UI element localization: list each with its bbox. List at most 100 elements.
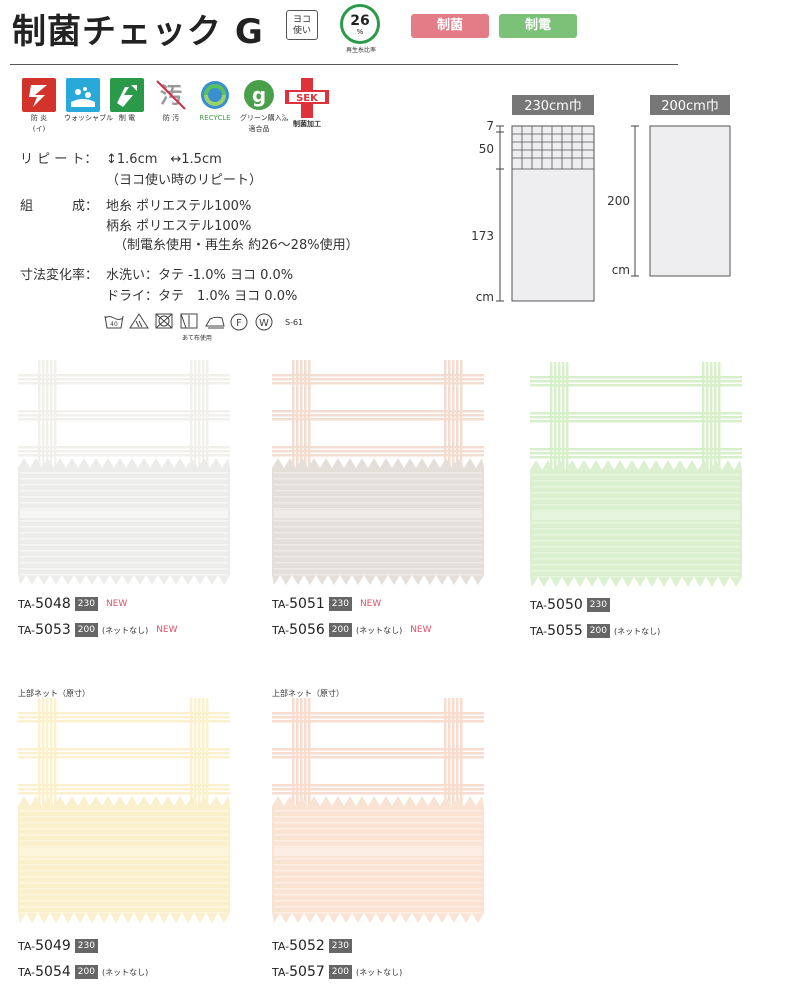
product-title: 制菌チェック G	[12, 12, 264, 52]
recycle-ratio-value: 26	[350, 13, 370, 29]
iron-icon	[204, 313, 225, 331]
label-200: 200cm巾	[661, 99, 719, 114]
recycle-symbol	[198, 78, 232, 112]
no-tumble-dry-icon	[154, 313, 174, 331]
antistatic-symbol	[110, 78, 144, 112]
antistatic-caption: 制 電	[118, 114, 136, 122]
swatch-net	[18, 360, 230, 470]
no-net-note: (ネットなし)	[613, 626, 661, 636]
sek-caption: 制菌加工	[293, 120, 321, 128]
flame-retardant-symbol	[22, 78, 56, 112]
dim-7: 7	[486, 119, 494, 133]
width-tag: 200	[328, 965, 352, 979]
panel-230	[511, 125, 595, 302]
dry-clean-f-icon: F	[229, 313, 249, 331]
label-230-bg	[512, 95, 594, 115]
green-purchase-icon: g グリーン購入法 適合品	[240, 78, 289, 133]
line-dry-icon	[179, 313, 199, 331]
left-dimension-lines	[496, 125, 504, 302]
function-icons: 防 炎 (イ) ウォッシャブル 制 電 汚 防 汚 RECYCLE g グリーン…	[20, 78, 330, 133]
dimension-line-2: ドライ：タテ 1.0% ヨコ 0.0%	[106, 289, 298, 304]
swatch-ta-5049	[18, 698, 248, 928]
code-number: 5052	[289, 938, 325, 954]
dim-50: 50	[479, 142, 494, 156]
composition-line-2: 柄糸 ポリエステル100%	[106, 219, 252, 234]
recycle-ratio-icon: 26 %	[340, 4, 380, 44]
care-code: S-61	[285, 317, 304, 327]
wet-clean-w-icon: W	[254, 313, 274, 331]
flame-retardant-sub: (イ)	[32, 125, 46, 133]
yoko-label-2: 使い	[292, 26, 311, 36]
recycle-ratio-caption: 再生糸比率	[345, 47, 376, 54]
no-net-note: (ネットなし)	[355, 967, 403, 977]
width-tag: 200	[74, 965, 98, 979]
recycle-caption: RECYCLE	[199, 114, 231, 122]
new-label: NEW	[156, 625, 178, 635]
repeat-value: ↕1.6cm ↔1.5cm	[106, 152, 222, 167]
swatch-ta-5051	[272, 360, 502, 590]
iron-caption: あて布使用	[182, 335, 212, 342]
antifouling-symbol: 汚	[154, 78, 188, 112]
code-number: 5048	[35, 596, 71, 612]
antifouling-caption: 防 汚	[162, 114, 180, 122]
width-tag: 230	[328, 597, 352, 611]
code-prefix: TA-	[530, 598, 548, 612]
code-prefix: TA-	[530, 624, 548, 638]
code-number: 5053	[35, 622, 71, 638]
dim-173: 173	[471, 229, 494, 243]
panel-230-net	[511, 125, 595, 170]
width-tag: 230	[586, 598, 610, 612]
wash-40-icon: 40	[104, 313, 124, 331]
flame-retardant-caption: 防 炎	[30, 114, 48, 122]
care-symbols: 40 F W S-61	[104, 313, 303, 331]
washable-symbol	[66, 78, 100, 112]
header-divider	[10, 64, 678, 65]
net-caption-yellow: 上部ネット（原寸）	[18, 689, 90, 698]
swatch-net	[272, 360, 484, 470]
width-tag: 230	[328, 939, 352, 953]
washable-icon: ウォッシャブル	[64, 78, 113, 130]
code-number: 5054	[35, 964, 71, 980]
new-label: NEW	[410, 625, 432, 635]
svg-text:W: W	[259, 318, 269, 329]
bleach-icon	[129, 313, 149, 331]
width-tag: 200	[328, 623, 352, 637]
code-prefix: TA-	[18, 623, 36, 637]
code-prefix: TA-	[18, 939, 36, 953]
swatch-net	[530, 362, 742, 472]
green-purchase-sub: 適合品	[248, 125, 270, 133]
swatch-net	[18, 698, 230, 808]
dim-cm-right: cm	[612, 263, 630, 277]
net-caption-peach: 上部ネット（原寸）	[272, 689, 344, 698]
composition-line-3: （制電糸使用・再生糸 約26～28%使用）	[114, 238, 359, 253]
code-number: 5055	[547, 623, 583, 639]
yoko-use-icon: ヨコ 使い	[286, 10, 318, 40]
composition-line-1: 地糸 ポリエステル100%	[106, 199, 252, 214]
sek-symbol: SEK	[285, 78, 329, 118]
right-dimension-lines	[631, 125, 639, 277]
yoko-label-1: ヨコ	[292, 15, 311, 25]
green-purchase-caption: グリーン購入法	[240, 114, 289, 122]
code-prefix: TA-	[18, 965, 36, 979]
code-prefix: TA-	[272, 623, 290, 637]
panel-200	[649, 125, 731, 277]
dimension-label: 寸法変化率：	[20, 268, 99, 283]
code-number: 5050	[547, 597, 583, 613]
repeat-label: リ ピ ー ト：	[20, 152, 98, 167]
code-prefix: TA-	[272, 939, 290, 953]
code-prefix: TA-	[18, 597, 36, 611]
width-diagram: 230cm巾 200cm巾 7 50 173 cm 200 cm	[471, 95, 731, 304]
green-purchase-symbol: g	[242, 78, 276, 112]
svg-text:g: g	[252, 83, 266, 107]
recycle-icon: RECYCLE	[196, 78, 234, 130]
code-prefix: TA-	[272, 965, 290, 979]
no-net-note: (ネットなし)	[355, 625, 403, 635]
repeat-note: （ヨコ使い時のリピート）	[106, 173, 263, 188]
